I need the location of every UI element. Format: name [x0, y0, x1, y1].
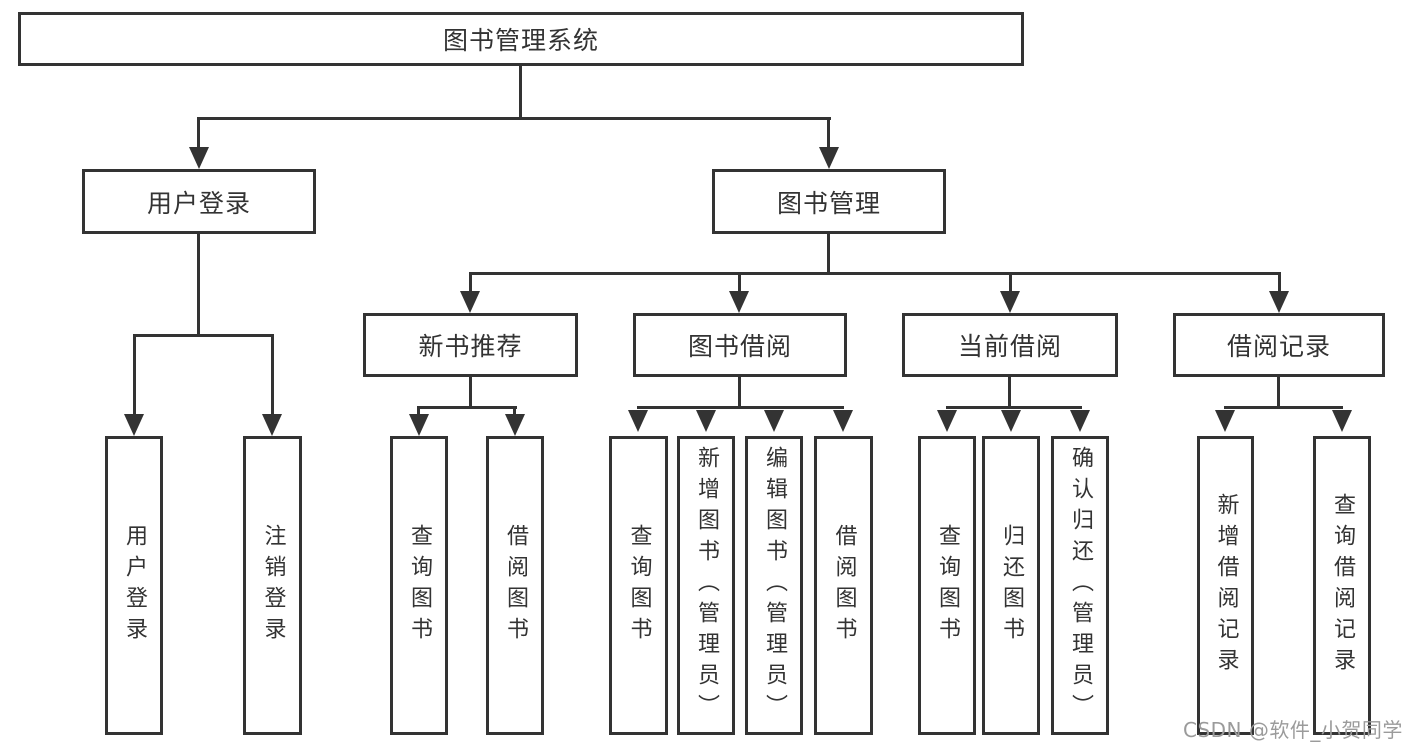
arrow-down-icon	[505, 414, 525, 436]
leaf-query-books-borrow-label: 查询图书	[626, 523, 652, 648]
arrow-down-icon	[189, 147, 209, 169]
leaf-borrow-books-borrow-label: 借阅图书	[831, 523, 857, 648]
node-new-book-recommend: 新书推荐	[363, 313, 578, 377]
arrow-down-icon	[764, 410, 784, 432]
connector-line	[133, 334, 136, 416]
connector-line	[637, 406, 844, 409]
arrow-down-icon	[1332, 410, 1352, 432]
connector-line	[197, 117, 831, 120]
connector-line	[1277, 377, 1280, 408]
node-user-login-label: 用户登录	[146, 188, 251, 218]
arrow-down-icon	[1000, 291, 1020, 313]
connector-line	[827, 234, 830, 275]
node-user-login: 用户登录	[82, 169, 316, 234]
connector-line	[513, 406, 516, 416]
node-root: 图书管理系统	[18, 12, 1024, 66]
leaf-query-books-recommend-label: 查询图书	[407, 523, 432, 648]
leaf-return-books-label: 归还图书	[999, 523, 1024, 648]
node-borrow-records: 借阅记录	[1173, 313, 1385, 377]
leaf-add-books-admin: 新增图书（管理员）	[677, 436, 735, 735]
leaf-borrow-books-borrow: 借阅图书	[814, 436, 873, 735]
leaf-add-books-admin-label: 新增图书（管理员）	[694, 446, 719, 725]
node-book-borrow: 图书借阅	[633, 313, 847, 377]
leaf-return-books: 归还图书	[982, 436, 1040, 735]
leaf-confirm-return-admin-label: 确认归还（管理员）	[1068, 446, 1093, 725]
connector-line	[271, 334, 274, 416]
node-current-borrow: 当前借阅	[902, 313, 1118, 377]
arrow-down-icon	[1215, 410, 1235, 432]
arrow-down-icon	[460, 291, 480, 313]
arrow-down-icon	[819, 147, 839, 169]
arrow-down-icon	[1001, 410, 1021, 432]
leaf-query-books-recommend: 查询图书	[390, 436, 448, 735]
node-current-borrow-label: 当前借阅	[957, 332, 1062, 361]
leaf-add-borrow-record: 新增借阅记录	[1197, 436, 1254, 735]
connector-line	[197, 117, 200, 151]
node-new-book-recommend-label: 新书推荐	[418, 332, 523, 361]
connector-line	[1008, 377, 1011, 408]
arrow-down-icon	[1269, 291, 1289, 313]
arrow-down-icon	[124, 414, 144, 436]
connector-line	[133, 334, 274, 337]
connector-line	[519, 64, 522, 120]
connector-line	[1009, 272, 1012, 294]
arrow-down-icon	[937, 410, 957, 432]
arrow-down-icon	[729, 291, 749, 313]
connector-line	[738, 272, 741, 294]
connector-line	[197, 234, 200, 336]
connector-line	[417, 406, 517, 409]
node-book-management: 图书管理	[712, 169, 946, 234]
arrow-down-icon	[1070, 410, 1090, 432]
leaf-user-login-label: 用户登录	[122, 523, 147, 648]
node-borrow-records-label: 借阅记录	[1226, 332, 1331, 361]
connector-line	[827, 117, 830, 151]
leaf-borrow-books-recommend: 借阅图书	[486, 436, 544, 735]
arrow-down-icon	[262, 414, 282, 436]
leaf-borrow-books-recommend-label: 借阅图书	[503, 523, 528, 648]
connector-line	[1224, 406, 1343, 409]
arrow-down-icon	[409, 414, 429, 436]
node-book-borrow-label: 图书借阅	[687, 332, 792, 361]
connector-line	[469, 272, 1281, 275]
arrow-down-icon	[696, 410, 716, 432]
leaf-query-books-current: 查询图书	[918, 436, 976, 735]
leaf-edit-books-admin-label: 编辑图书（管理员）	[762, 446, 787, 725]
leaf-add-borrow-record-label: 新增借阅记录	[1213, 492, 1239, 679]
leaf-query-books-current-label: 查询图书	[935, 523, 960, 648]
connector-line	[1278, 272, 1281, 294]
leaf-edit-books-admin: 编辑图书（管理员）	[745, 436, 803, 735]
leaf-logout: 注销登录	[243, 436, 302, 735]
connector-line	[469, 377, 472, 408]
arrow-down-icon	[833, 410, 853, 432]
leaf-user-login: 用户登录	[105, 436, 163, 735]
connector-line	[946, 406, 1082, 409]
watermark-text: CSDN @软件_小贺同学	[1183, 718, 1403, 742]
node-book-management-label: 图书管理	[776, 188, 881, 218]
connector-line	[417, 406, 420, 416]
leaf-query-borrow-record: 查询借阅记录	[1313, 436, 1371, 735]
node-root-label: 图书管理系统	[442, 26, 599, 55]
arrow-down-icon	[628, 410, 648, 432]
leaf-query-borrow-record-label: 查询借阅记录	[1330, 492, 1355, 679]
connector-line	[469, 272, 472, 294]
leaf-query-books-borrow: 查询图书	[609, 436, 668, 735]
leaf-logout-label: 注销登录	[260, 523, 286, 648]
leaf-confirm-return-admin: 确认归还（管理员）	[1051, 436, 1109, 735]
connector-line	[738, 377, 741, 408]
